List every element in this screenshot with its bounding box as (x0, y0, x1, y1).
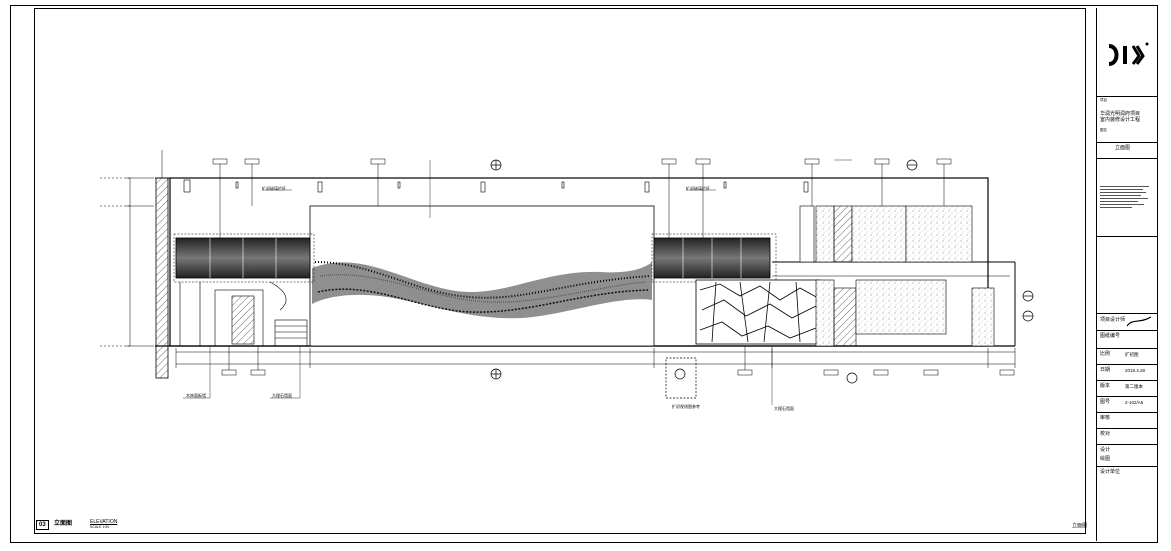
note-right: 大理石墙面 (774, 406, 794, 411)
left-glass-balustrade (173, 233, 315, 283)
central-art-panel (309, 205, 655, 347)
field-label-3: 版本 (1100, 383, 1111, 389)
note-mid: 扩初视线图参考 (672, 404, 700, 409)
leader-lines (183, 159, 852, 405)
field-value-2: 2019.4.28 (1125, 368, 1146, 373)
note-top: 扩初玻璃栏杆 (262, 186, 286, 191)
field-value-3: 第二版本 (1125, 384, 1143, 389)
lower-label-1: 校对 (1100, 431, 1111, 437)
signature-label: 项目设计师 (1100, 317, 1126, 323)
project-name-1: 华润光明润府项目 (1100, 111, 1141, 117)
project-label: 项目 (1100, 98, 1107, 102)
lower-label-3: 绘图 (1100, 456, 1111, 462)
right-glass-balustrade (651, 233, 777, 283)
field-value-4: 2-102/A5 (1125, 400, 1144, 405)
lower-left-room (179, 281, 308, 347)
drawing-label: 图名 (1100, 128, 1107, 132)
callout-tags (212, 158, 1015, 376)
ceiling-fixtures (235, 181, 809, 193)
project-name-2: 室内装修设计工程 (1100, 117, 1141, 123)
drawing-number-tag: 03 (36, 520, 49, 530)
general-notes (1100, 184, 1154, 210)
note-left-2: 大理石墙面 (272, 393, 292, 398)
field-label-1: 比例 (1100, 351, 1111, 357)
marble-wall (695, 279, 821, 345)
title-block: 项目 华润光明润府项目 室内装修设计工程 图名 立面图 项目设计师 图纸编号 比… (1096, 8, 1157, 541)
note-left-1: 木饰面板墙 (186, 393, 206, 398)
drawing-title-en: ELEVATION (90, 519, 118, 525)
left-wall-column (155, 150, 191, 379)
drawing-frame (34, 8, 1086, 534)
sheet-border (10, 5, 1158, 543)
section-markers (490, 159, 1034, 399)
lower-label-0: 审核 (1100, 415, 1111, 421)
field-value-1: 扩初图 (1125, 352, 1139, 357)
lower-label-2: 设计 (1100, 447, 1111, 453)
firm-logo (1103, 38, 1151, 72)
signature (1126, 316, 1152, 327)
field-label-2: 日期 (1100, 367, 1111, 373)
field-label-4: 图号 (1100, 399, 1111, 405)
drawing-title-cn: 立面图 (54, 521, 73, 527)
sheet-name: 立面图 (1072, 523, 1088, 529)
company-label: 设计单位 (1100, 469, 1121, 475)
drawing-scale: SCALE 1:50 (90, 525, 110, 529)
right-stone-panels (799, 205, 995, 347)
dimension-strings (100, 177, 1016, 368)
note-top-2: 扩初玻璃栏杆 (686, 186, 710, 191)
field-label-0: 图纸编号 (1100, 333, 1121, 339)
drawing-name: 立面图 (1115, 145, 1131, 151)
